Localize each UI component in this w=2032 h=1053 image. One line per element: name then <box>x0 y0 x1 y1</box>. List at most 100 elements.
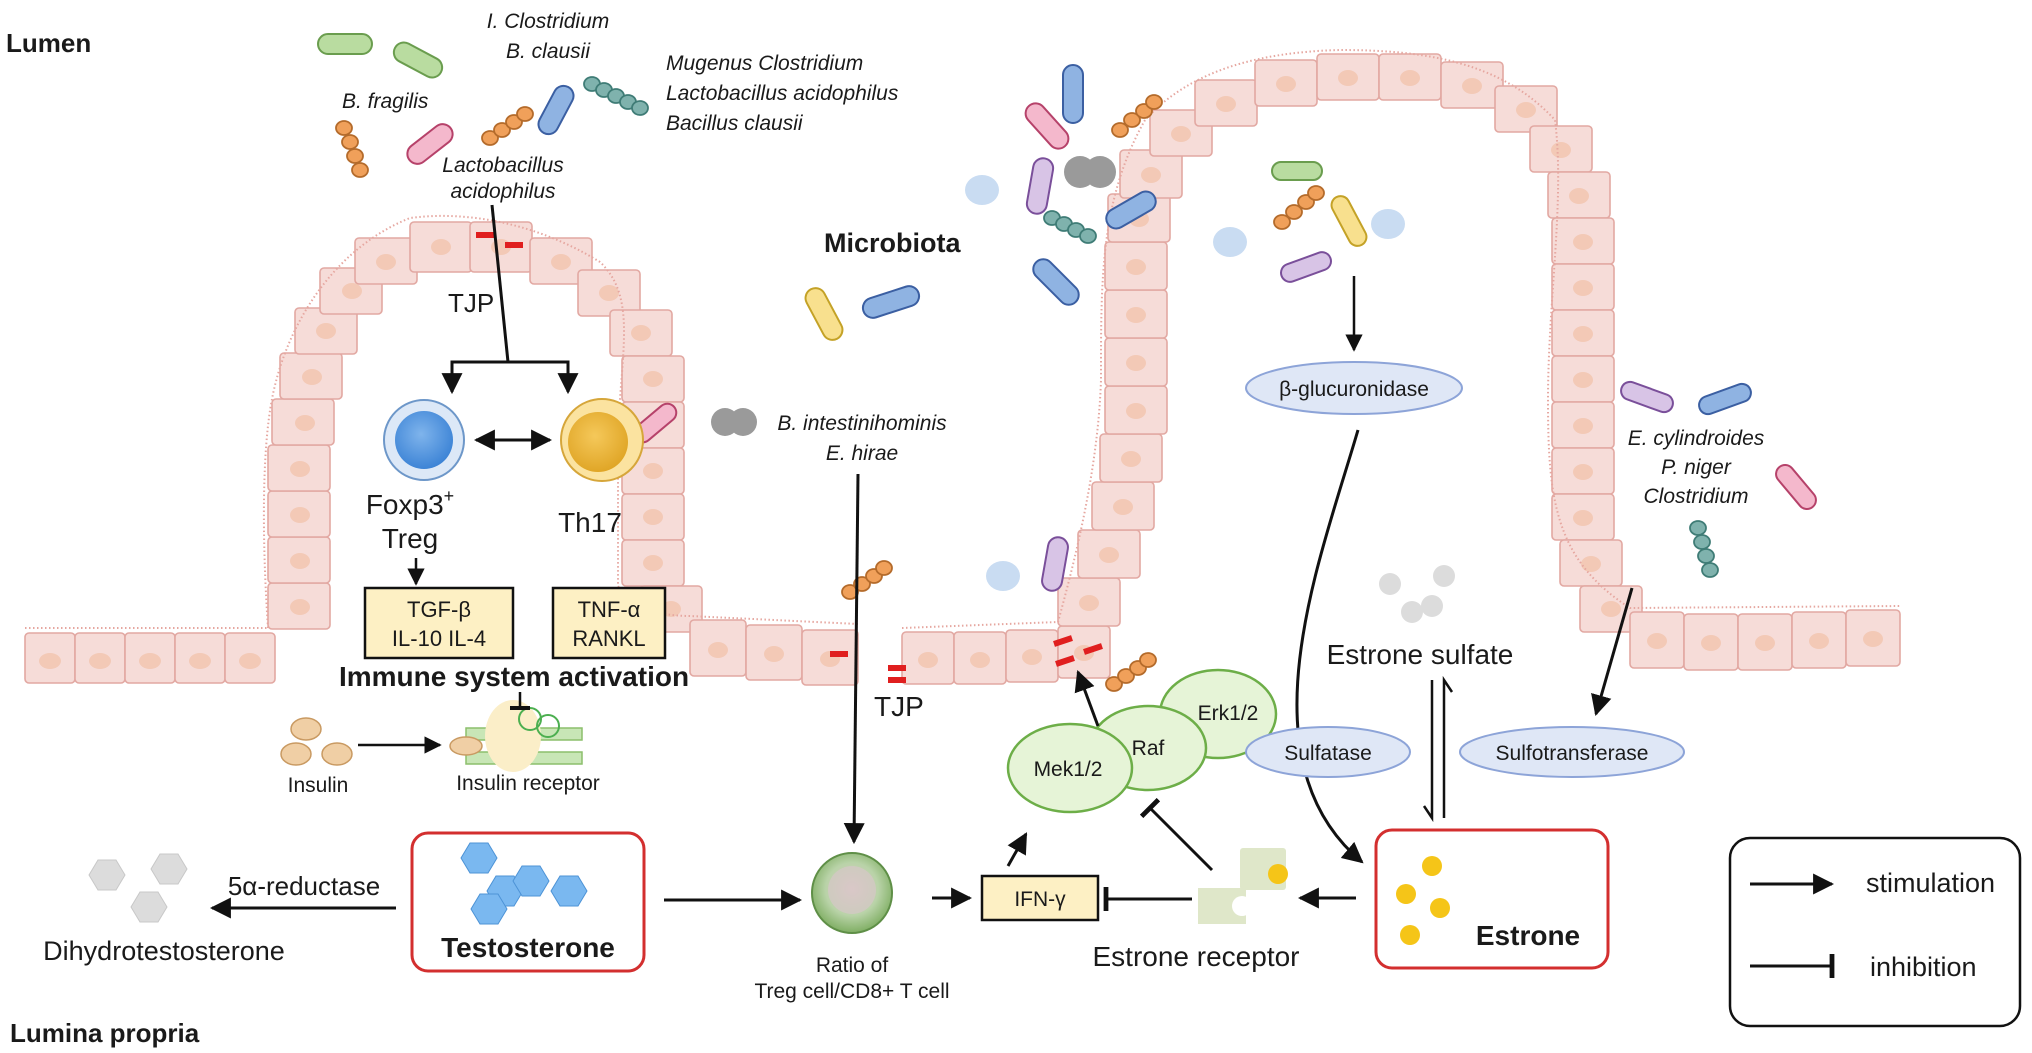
bacteria-label: Bacillus clausii <box>666 112 804 135</box>
lumen-label: Lumen <box>6 28 91 58</box>
bacteria-label: Mugenus Clostridium <box>666 52 863 75</box>
bacteria-cluster <box>317 33 1817 692</box>
testosterone-hexagons-icon <box>460 842 588 925</box>
bacterium-chain-orange <box>841 560 1157 692</box>
estrone-box: Estrone <box>1374 828 1610 970</box>
bacterium-chain-orange <box>1111 94 1163 138</box>
split-arrow-treg <box>441 360 508 395</box>
bacterium-purple <box>1025 157 1055 215</box>
sulfotransferase-enzyme: Sulfotransferase <box>1459 726 1685 778</box>
tjp-mark-left <box>476 232 523 248</box>
ifn-label: IFN-γ <box>1014 888 1066 911</box>
lamina-propria-label: Lumina propria <box>10 1018 200 1048</box>
bacteria-label: I. Clostridium <box>487 10 610 33</box>
immune-activation-label: Immune system activation <box>339 661 689 692</box>
receptor-to-raf-inhibition <box>1139 797 1214 872</box>
bacterium-yellow <box>804 287 844 341</box>
cytokine-tnfa: TNF-α <box>578 597 641 622</box>
tjp-label-left: TJP <box>448 288 494 318</box>
bacterium-chain-teal <box>1043 210 1097 244</box>
bacterium-oval <box>965 175 999 205</box>
middle-villus <box>1057 53 1643 633</box>
treg-label-line2: Treg <box>382 523 439 554</box>
tjp-mark-middle <box>830 635 1103 683</box>
bacterium-chain-teal <box>583 76 649 116</box>
bacterium-diplococcus <box>711 156 1116 436</box>
dht-label: Dihydrotestosterone <box>43 936 285 966</box>
bacterium-yellow <box>1330 195 1368 247</box>
dht-hexagons-icon <box>88 853 188 923</box>
bacterium-purple <box>1280 251 1332 283</box>
estrone-label: Estrone <box>1476 920 1580 951</box>
mapk-to-tjp-arrow <box>1074 670 1100 727</box>
bacteria-label: Lactobacillus acidophilus <box>666 82 899 105</box>
insulin-label: Insulin <box>288 774 349 797</box>
bacteria-label: B. fragilis <box>342 90 429 113</box>
erk-label: Erk1/2 <box>1198 702 1259 725</box>
bacterium-chain-orange <box>1273 185 1325 230</box>
bacteria-label: B. clausii <box>506 40 591 63</box>
split-arrow-th17 <box>508 360 579 395</box>
insulin-icon <box>280 717 353 766</box>
bacteria-label: B. intestinihominis <box>777 412 947 435</box>
th17-label: Th17 <box>558 507 622 538</box>
ecyl-to-sulfotransferase-arrow <box>1591 587 1634 717</box>
bint-to-ratio-arrow <box>843 473 865 845</box>
bacterium-oval <box>1213 227 1247 257</box>
glucuronidase-enzyme: β-glucuronidase <box>1245 361 1463 415</box>
th17-cytokine-box: TNF-α RANKL <box>551 586 667 660</box>
epithelium-bottom-row-left <box>24 632 276 684</box>
bacterium-oval <box>986 561 1020 591</box>
bacteria-label: acidophilus <box>450 180 556 203</box>
bacterium-blue <box>1032 258 1080 306</box>
estrone-sulfate-label: Estrone sulfate <box>1327 639 1514 670</box>
cytokine-il10-il4: IL-10 IL-4 <box>392 626 486 651</box>
intestinal-epithelium <box>24 53 1901 686</box>
ratio-label-line2: Treg cell/CD8+ T cell <box>754 980 949 1003</box>
bacterium-chain-orange <box>335 120 369 178</box>
lacto-line <box>490 204 510 363</box>
glucuronidase-label: β-glucuronidase <box>1279 378 1429 401</box>
insulin-receptor-label: Insulin receptor <box>456 772 600 795</box>
bacteria-label: Clostridium <box>1643 485 1748 508</box>
bacterium-blue <box>537 84 575 136</box>
treg-label: Foxp3+ <box>366 486 454 520</box>
bacterium-blue <box>1105 190 1157 230</box>
th17-cell-icon <box>560 398 644 482</box>
cytokine-tgfb: TGF-β <box>407 597 471 622</box>
legend-stimulation-label: stimulation <box>1866 868 1995 898</box>
bacteria-label: E. cylindroides <box>1628 427 1765 450</box>
bacterium-pink <box>1024 102 1070 150</box>
brush-border <box>25 48 1901 629</box>
bacterium-pink <box>406 123 454 165</box>
cytokine-rankl: RANKL <box>572 626 645 651</box>
raf-label: Raf <box>1132 737 1165 760</box>
tjp-label-middle: TJP <box>874 691 924 722</box>
bacterium-oval <box>1371 209 1405 239</box>
testosterone-box: Testosterone <box>410 831 646 973</box>
ifn-box: IFN-γ <box>980 874 1100 922</box>
bacterium-pink <box>1775 463 1817 511</box>
estrone-receptor-label: Estrone receptor <box>1093 941 1300 972</box>
mek-node <box>1006 722 1134 814</box>
estrone-receptor-icon <box>1198 848 1288 924</box>
five-alpha-reductase-label: 5α-reductase <box>228 871 380 901</box>
sulfotransferase-label: Sulfotransferase <box>1496 742 1649 765</box>
ratio-cell-icon <box>811 852 893 934</box>
estrone-sulfate-molecules-icon <box>1379 565 1455 623</box>
glucuronidase-to-estrone-arrow <box>1295 429 1364 864</box>
bacterium-chain-orange <box>481 106 534 146</box>
bacterium-purple <box>1041 536 1069 592</box>
ifn-to-mek-arrow <box>1006 832 1028 867</box>
microbiota-label: Microbiota <box>824 228 961 258</box>
bacterium-blue <box>1062 64 1084 124</box>
legend-inhibition-label: inhibition <box>1870 952 1977 982</box>
legend: stimulation inhibition <box>1728 836 2022 1028</box>
sulfatase-label: Sulfatase <box>1284 742 1372 765</box>
testosterone-label: Testosterone <box>441 932 615 963</box>
bacterium-blue <box>1698 382 1752 416</box>
treg-cytokine-box: TGF-β IL-10 IL-4 <box>363 586 515 660</box>
bacterium-green <box>317 33 373 55</box>
bacteria-label: P. niger <box>1661 456 1732 479</box>
